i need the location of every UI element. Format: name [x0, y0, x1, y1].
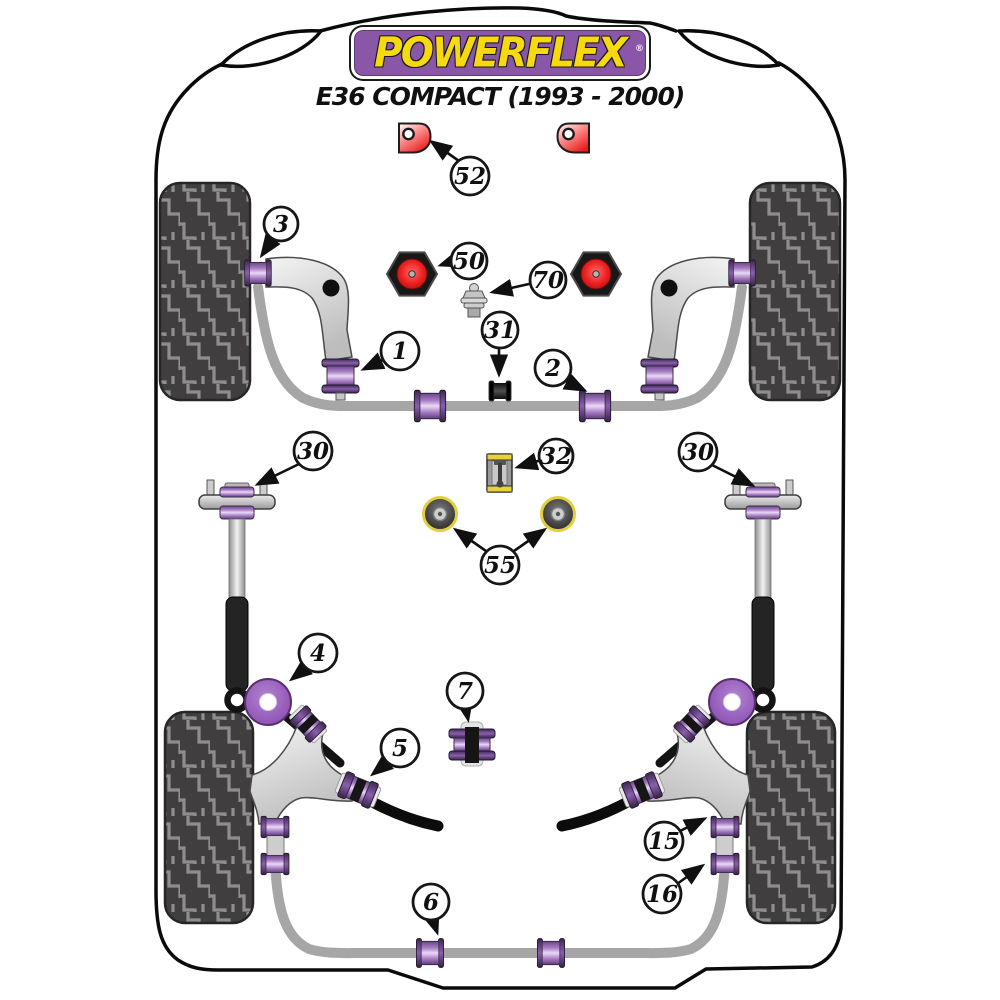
callout-52: 52: [428, 139, 491, 197]
svg-text:55: 55: [484, 552, 516, 579]
svg-text:1: 1: [392, 338, 408, 365]
svg-text:31: 31: [484, 317, 516, 344]
callout-31: 31: [480, 310, 520, 378]
rear-arb-bushing-left: [415, 938, 445, 968]
car-body-outline: [154, 6, 847, 990]
left-mirror-icon: [219, 29, 323, 69]
svg-text:52: 52: [454, 163, 486, 190]
callout-16: 16: [641, 863, 706, 915]
callout-3: 3: [259, 205, 300, 259]
callout-7: 7: [445, 671, 485, 723]
callout-5: 5: [369, 727, 421, 777]
body-outline-path: [154, 61, 847, 990]
svg-text:4: 4: [310, 640, 326, 667]
front-anti-roll-bar: [253, 282, 747, 412]
callout-50: 50: [437, 241, 489, 281]
svg-text:32: 32: [540, 443, 572, 470]
callout-32: 32: [514, 437, 575, 475]
registered-trademark: ®: [635, 44, 644, 54]
svg-text:15: 15: [648, 828, 680, 855]
svg-text:2: 2: [544, 355, 561, 382]
front-right-strut: [725, 480, 801, 710]
gear-linkage-part: [486, 453, 513, 493]
svg-text:6: 6: [423, 889, 439, 916]
callout-30-left: 30: [254, 430, 334, 486]
rear-right-wheel: [745, 710, 837, 925]
right-mirror-icon: [677, 29, 781, 69]
diff-mount-bushing: [448, 721, 496, 767]
shift-bushing-black: [488, 380, 512, 402]
callout-15: 15: [643, 817, 708, 862]
model-title: E36 COMPACT (1993 - 2000): [315, 82, 686, 111]
callouts: 52 3 50 70 31 1 2: [254, 139, 756, 936]
svg-text:3: 3: [273, 211, 289, 238]
roofline-path: [318, 6, 678, 33]
callout-55: 55: [452, 527, 548, 586]
brand-name: POWERFLEX: [374, 29, 628, 77]
callout-2: 2: [533, 348, 588, 392]
engine-mount-left: [386, 251, 438, 297]
powerflex-logo: POWERFLEX ®: [351, 27, 649, 79]
svg-text:70: 70: [532, 267, 564, 294]
front-left-wheel: [158, 181, 252, 402]
rear-left-assembly: [245, 679, 438, 875]
svg-text:16: 16: [646, 881, 678, 908]
svg-text:30: 30: [682, 439, 714, 466]
rear-anti-roll-bar: [270, 855, 730, 959]
rear-arb-bushing-right: [536, 938, 566, 968]
front-right-wheel: [748, 181, 842, 402]
callout-30-right: 30: [677, 431, 756, 487]
callout-6: 6: [411, 882, 451, 936]
front-arb-bushing-right: [578, 389, 612, 423]
front-arb-bushing-left: [413, 389, 447, 423]
svg-text:5: 5: [392, 735, 408, 762]
round-bushing-right: [540, 496, 576, 532]
callout-4: 4: [288, 632, 339, 682]
clip-part-right: [556, 122, 590, 154]
svg-text:7: 7: [457, 678, 473, 705]
clip-part-left: [398, 122, 432, 154]
callout-70: 70: [489, 260, 568, 300]
callout-1: 1: [360, 330, 421, 372]
bump-stop: [460, 283, 488, 318]
svg-text:50: 50: [453, 248, 485, 275]
round-bushing-left: [422, 496, 458, 532]
svg-text:30: 30: [297, 438, 329, 465]
engine-mount-right: [570, 251, 622, 297]
rear-left-wheel: [163, 710, 255, 925]
front-left-strut: [199, 480, 275, 710]
